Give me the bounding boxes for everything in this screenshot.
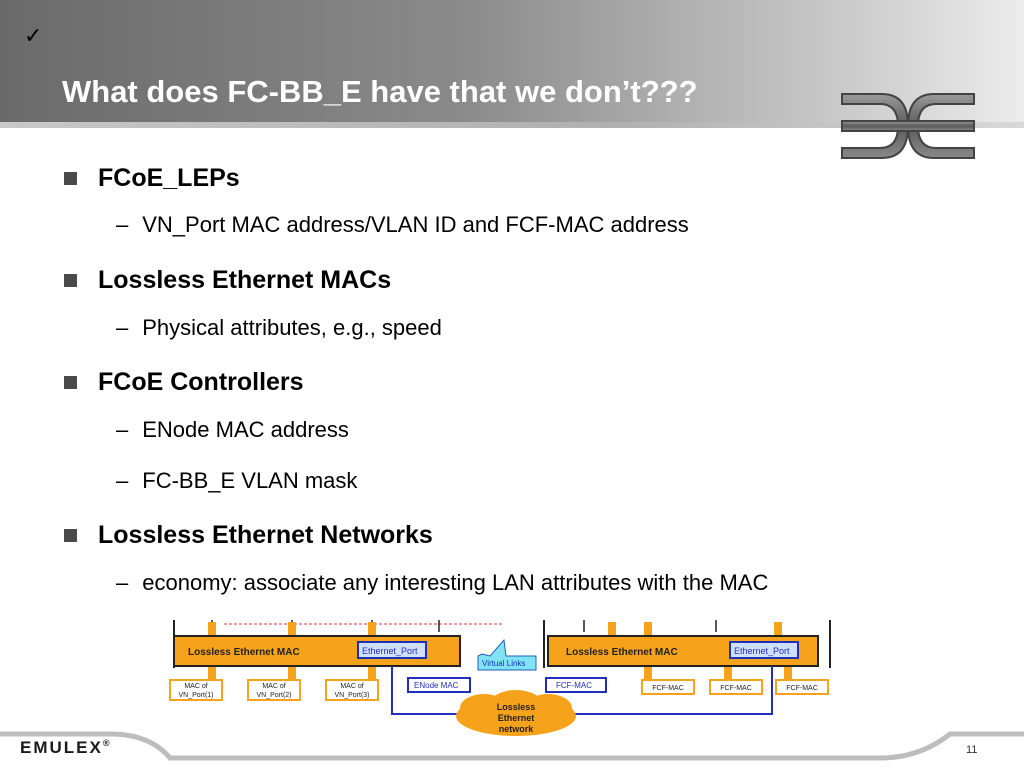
svg-text:FCF-MAC: FCF-MAC (786, 685, 818, 692)
bullet-square-icon (64, 376, 77, 389)
bullet-square-icon (64, 172, 77, 185)
sub-bullet: – Physical attributes, e.g., speed (116, 315, 442, 341)
vn-port-box: MAC of VN_Port(1) (169, 679, 223, 701)
dash-icon: – (116, 315, 129, 340)
svg-text:FCF-MAC: FCF-MAC (652, 685, 684, 692)
emulex-logo-icon (841, 93, 975, 159)
brand-name: EMULEX (20, 738, 103, 757)
svg-text:FCF-MAC: FCF-MAC (720, 685, 752, 692)
bullet-label: Lossless Ethernet MACs (98, 266, 392, 294)
bullet-square-icon (64, 529, 77, 542)
svg-text:VN_Port(3): VN_Port(3) (334, 692, 369, 699)
virtual-links-label: Virtual Links (482, 659, 525, 668)
dash-icon: – (116, 468, 129, 493)
vn-port-box: MAC of VN_Port(2) (247, 679, 301, 701)
bullet-label: Lossless Ethernet Networks (98, 521, 433, 549)
page-number: 11 (966, 744, 978, 756)
svg-text:MAC of: MAC of (262, 683, 285, 690)
slide-title: What does FC-BB_E have that we don’t??? (62, 74, 698, 109)
sub-bullet-label: ENode MAC address (142, 417, 349, 442)
fcf-mac-main-box (545, 677, 607, 693)
fcf-mac-box: FCF-MAC (709, 679, 763, 695)
footer-brand: EMULEX® (20, 738, 111, 758)
sub-bullet-label: VN_Port MAC address/VLAN ID and FCF-MAC … (142, 212, 689, 237)
bullet-square-icon (64, 274, 77, 287)
network-link-left (391, 666, 460, 715)
left-ethernet-port (357, 641, 427, 659)
dash-icon: – (116, 212, 129, 237)
virtual-links-callout (477, 638, 537, 671)
fcoe-diagram: Lossless Ethernet MAC Ethernet_Port Loss… (169, 620, 831, 736)
bullet-label: FCoE Controllers (98, 368, 304, 396)
svg-text:MAC of: MAC of (184, 683, 207, 690)
enode-mac-label: ENode MAC (414, 681, 459, 690)
svg-text:network: network (499, 724, 535, 734)
network-link-right (572, 666, 773, 715)
right-port-label: Ethernet_Port (734, 646, 790, 656)
footer-swoosh (0, 731, 1024, 761)
sub-bullet: – economy: associate any interesting LAN… (116, 570, 768, 596)
title-divider (0, 122, 1024, 128)
left-port-label: Ethernet_Port (362, 646, 418, 656)
right-mac-label: Lossless Ethernet MAC (566, 647, 678, 658)
dash-icon: – (116, 570, 129, 595)
fcf-mac-box: FCF-MAC (641, 679, 695, 695)
right-ethernet-port (729, 641, 799, 659)
check-mark-icon: ✓ (24, 24, 43, 49)
dash-icon: – (116, 417, 129, 442)
sub-bullet-label: Physical attributes, e.g., speed (142, 315, 442, 340)
svg-text:MAC of: MAC of (340, 683, 363, 690)
svg-text:VN_Port(2): VN_Port(2) (256, 692, 291, 699)
left-mac-label: Lossless Ethernet MAC (188, 647, 300, 658)
connector-group (208, 622, 792, 680)
trademark: ® (102, 738, 112, 748)
sub-bullet-label: economy: associate any interesting LAN a… (142, 570, 769, 595)
enode-mac-box (407, 677, 471, 693)
lossless-network-cloud: Lossless Ethernet network (456, 690, 576, 736)
fcf-mac-main-label: FCF-MAC (556, 681, 592, 690)
svg-text:Lossless: Lossless (497, 702, 536, 712)
sub-bullet: – FC-BB_E VLAN mask (116, 468, 357, 494)
bullet-lossless-networks: Lossless Ethernet Networks (64, 521, 433, 550)
sub-bullet: – VN_Port MAC address/VLAN ID and FCF-MA… (116, 212, 689, 238)
vn-port-box: MAC of VN_Port(3) (325, 679, 379, 701)
svg-text:VN_Port(1): VN_Port(1) (178, 692, 213, 699)
bullet-lossless-macs: Lossless Ethernet MACs (64, 266, 391, 295)
svg-text:Ethernet: Ethernet (498, 713, 535, 723)
fcf-mac-box: FCF-MAC (775, 679, 829, 695)
bullet-fcoe-controllers: FCoE Controllers (64, 368, 304, 397)
sub-bullet-label: FC-BB_E VLAN mask (142, 468, 358, 493)
sub-bullet: – ENode MAC address (116, 417, 349, 443)
arrow-group (211, 620, 717, 632)
bullet-label: FCoE_LEPs (98, 164, 240, 192)
bullet-fcoe-leps: FCoE_LEPs (64, 164, 240, 193)
